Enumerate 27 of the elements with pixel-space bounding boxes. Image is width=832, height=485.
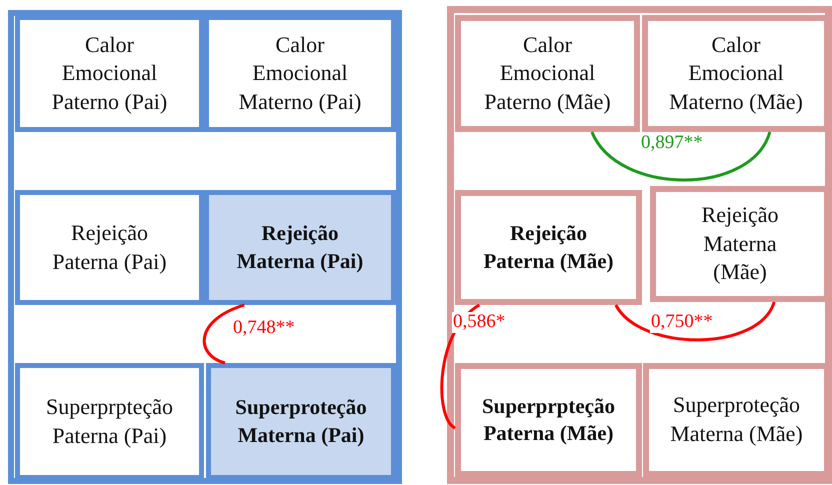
box-label: Calor Emocional Paterno (Pai) [50,30,168,116]
box-label: Superproteção Materna (Pai) [234,394,368,448]
correlation-arc [440,304,480,430]
edge-label: 0,750** [650,312,714,333]
box-label: Rejeição Materna (Mãe) [700,201,780,286]
correlation-arc [590,131,772,182]
panel [8,10,402,484]
box-label: Calor Emocional Paterno (Mãe) [483,30,612,116]
edge-label: 0,897** [640,133,704,154]
label-box [455,190,642,305]
correlation-arc [614,301,776,342]
box-label: Rejeição Paterna (Pai) [51,218,168,276]
box-label: Calor Emocional Materno (Mãe) [668,30,804,116]
box-label: Superproteção Materna (Mãe) [669,391,804,448]
label-box [455,15,640,132]
panel [447,6,832,484]
label-box [15,363,204,480]
edge-label: 0,586* [452,312,506,333]
box-label: Superprpteção Paterna (Mãe) [481,392,616,447]
box-label: Rejeição Paterna (Mãe) [482,220,615,274]
correlation-arc [202,304,245,364]
edge-label: 0,748** [232,318,296,339]
box-label: Calor Emocional Materno (Pai) [238,30,362,116]
box-label: Superprpteção Paterna (Pai) [44,392,174,450]
label-box [15,190,204,305]
label-box [455,363,642,477]
box-label: Rejeição Materna (Pai) [236,220,364,274]
